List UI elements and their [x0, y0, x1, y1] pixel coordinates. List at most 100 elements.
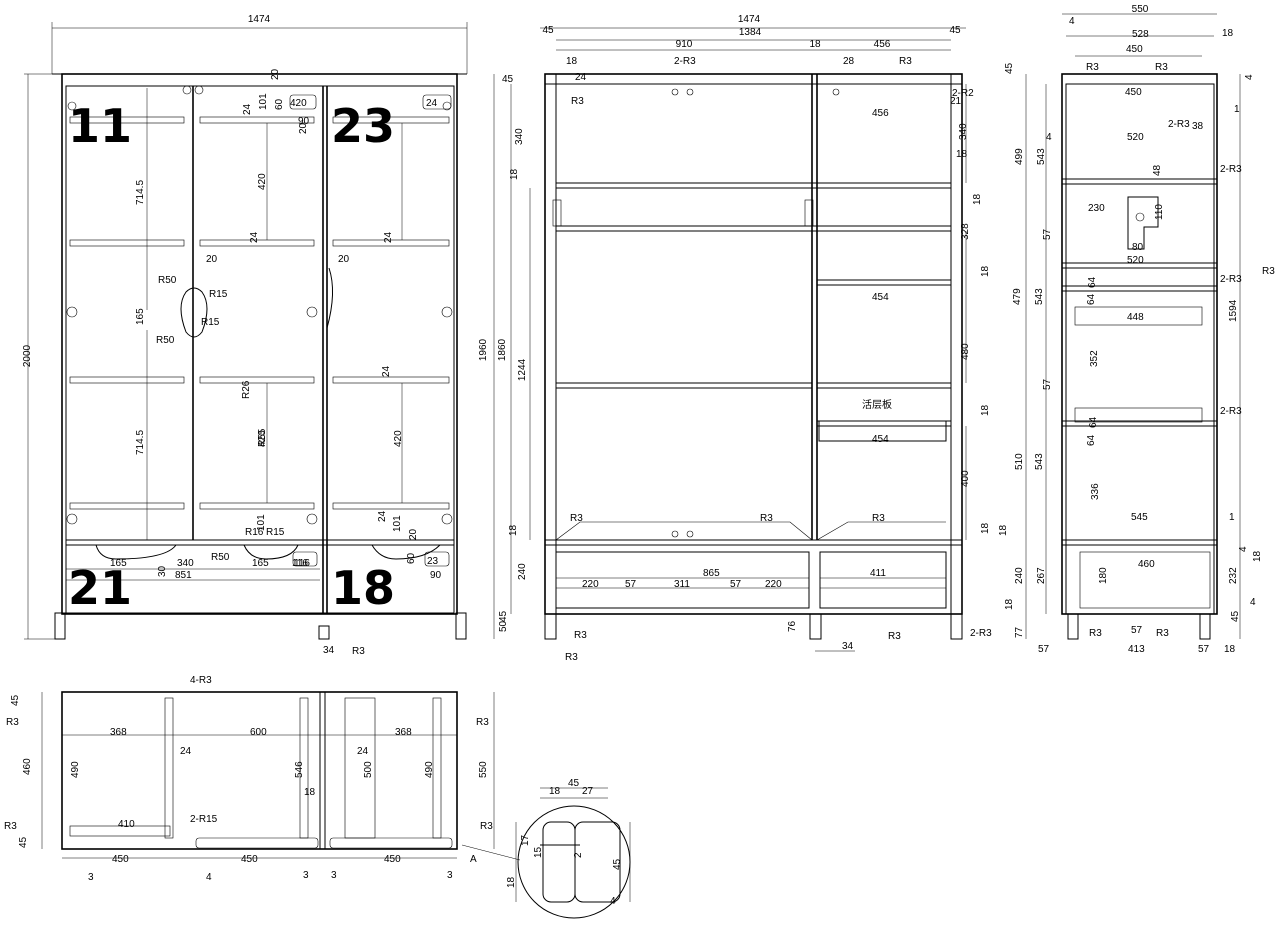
middle_view-dim: 24 — [575, 72, 587, 83]
side_view-dim: 450 — [1125, 87, 1142, 98]
side_view-dim: 4 — [1046, 132, 1052, 143]
front_view-dim: R55 — [257, 428, 268, 447]
detail_view-dim: 27 — [582, 786, 594, 797]
plan_view-dim: 490 — [424, 761, 435, 778]
side_view-dim: 4 — [1069, 16, 1075, 27]
middle_view-dim: 240 — [517, 563, 528, 580]
side_view-dim: 57 — [1198, 644, 1210, 655]
middle_view-dim: 34 — [842, 641, 854, 652]
middle_view-dim: 220 — [582, 579, 599, 590]
side_view-dim: 1594 — [1228, 299, 1239, 322]
side_view-dim: 1 — [1229, 512, 1235, 523]
side_view-dim: 64 — [1086, 434, 1097, 446]
front_view-dim: 24 — [383, 231, 394, 243]
side_view-dim: 479 — [1012, 288, 1023, 305]
side_view-dim: 64 — [1086, 293, 1097, 305]
front_view-dim: 101 — [256, 514, 267, 531]
middle_view-dim: 76 — [787, 620, 798, 632]
middle_view-dim: 18 — [972, 193, 983, 205]
side_view-dim: R3 — [1089, 628, 1102, 639]
plan_view-dim: 45 — [10, 694, 21, 706]
front-overall-height: 2000 — [22, 344, 33, 367]
side_view-dim: 267 — [1036, 567, 1047, 584]
middle_view-dim: 18 — [566, 56, 578, 67]
side_view-dim: 413 — [1128, 644, 1145, 655]
middle_view-dim: 340 — [958, 123, 969, 140]
detail_view-dim: 4 — [610, 896, 616, 907]
side_view-dim: 448 — [1127, 312, 1144, 323]
side_view-dim: 352 — [1089, 350, 1100, 367]
side_view-dim: 543 — [1034, 288, 1045, 305]
side_view-dim: 543 — [1034, 453, 1045, 470]
front_view-dim: 24 — [242, 103, 253, 115]
plan_view-dim: 24 — [180, 746, 192, 757]
plan_view-dim: 45 — [18, 836, 29, 848]
side_view-dim: 543 — [1036, 148, 1047, 165]
side_view-dim: 510 — [1014, 453, 1025, 470]
detail_view-dim: 2 — [573, 852, 584, 858]
middle_view-dim: 50 — [498, 620, 509, 632]
front_view-dim: 714.5 — [135, 180, 146, 205]
side_view-dim: R3 — [1155, 62, 1168, 73]
door-number-2: 23 — [331, 99, 395, 153]
side_view-dim: R3 — [1262, 266, 1275, 277]
front_view-dim: 20 — [298, 122, 309, 134]
plan_view-dim: 450 — [384, 854, 401, 865]
side_view-dim: 240 — [1014, 567, 1025, 584]
side_view-dim: 1 — [1234, 104, 1240, 115]
plan_view-dim: 450 — [112, 854, 129, 865]
front_view-dim: R15 — [209, 289, 228, 300]
plan_view-dim: 500 — [363, 761, 374, 778]
middle_view-dim: 57 — [730, 579, 742, 590]
side_view-dim: 18 — [1222, 28, 1234, 39]
front_view-dim: 851 — [175, 570, 192, 581]
middle_view-dim: 18 — [956, 149, 968, 160]
plan_view-dim: 368 — [395, 727, 412, 738]
side_view-dim: 4 — [1244, 74, 1255, 80]
front_view-dim: 116 — [294, 558, 310, 569]
front_view-dim: 165 — [252, 558, 269, 569]
mid-height-1244: 1244 — [517, 358, 528, 381]
side_view-dim: 232 — [1228, 567, 1239, 584]
detail_view-dim: 15 — [533, 846, 544, 858]
front_view-dim: 20 — [270, 68, 281, 80]
middle_view-dim: 328 — [960, 223, 971, 240]
side_view-dim: 45 — [1004, 62, 1015, 74]
side_view-dim: 110 — [1154, 204, 1165, 220]
door-number-3: 21 — [68, 561, 132, 615]
front_view-dim: 24 — [249, 231, 260, 243]
front_view-dim: R15 — [201, 317, 220, 328]
middle_view-dim: R3 — [571, 96, 584, 107]
front_view-dim: R3 — [352, 646, 365, 657]
middle_view-dim: R3 — [574, 630, 587, 641]
front_view-dim: 24 — [381, 365, 392, 377]
front_view-dim: 20 — [338, 254, 350, 265]
plan_view-dim: 546 — [294, 761, 305, 778]
plan_view-dim: R3 — [6, 717, 19, 728]
plan_view-dim: 368 — [110, 727, 127, 738]
middle_view-dim: 18 — [980, 522, 991, 534]
front_view-dim: 165 — [110, 558, 127, 569]
plan_view-dim: A — [470, 854, 477, 865]
middle_view-dim: 454 — [872, 434, 889, 445]
side_view-dim: 336 — [1090, 483, 1101, 500]
plan_view-dim: 4 — [206, 872, 212, 883]
door-number-1: 11 — [68, 99, 132, 153]
front_view-dim: 23 — [427, 556, 439, 567]
side_view-dim: R3 — [1086, 62, 1099, 73]
middle_view-dim: 454 — [872, 292, 889, 303]
side_view-dim: 77 — [1014, 626, 1025, 638]
side_view-dim: 57 — [1038, 644, 1050, 655]
plan_view-dim: 18 — [304, 787, 316, 798]
plan_view-dim: 3 — [88, 872, 94, 883]
plan_view-dim: 460 — [22, 758, 33, 775]
middle-view: 1474 1384 45 45 910 18 456 1960 1860 124… — [478, 14, 992, 663]
front_view-dim: R50 — [156, 335, 175, 346]
front_view-dim: 101 — [392, 515, 403, 532]
